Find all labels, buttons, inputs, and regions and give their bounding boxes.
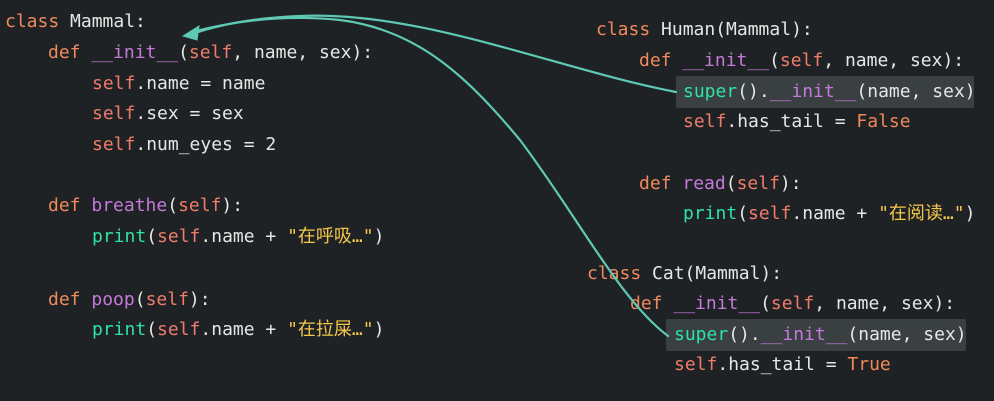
- cat-super-line: super().__init__(name, sex): [674, 324, 967, 345]
- mammal-class-line: class Mammal:: [5, 11, 146, 32]
- mammal-sex-line: self.sex = sex: [92, 103, 244, 124]
- mammal-name-line: self.name = name: [92, 73, 266, 94]
- human-read-def-line: def read(self):: [639, 173, 802, 194]
- human-tail-line: self.has_tail = False: [683, 111, 911, 132]
- mammal-eyes-line: self.num_eyes = 2: [92, 134, 277, 155]
- mammal-init-line: def __init__(self, name, sex):: [48, 42, 374, 63]
- arrowhead-icon: [181, 25, 200, 41]
- human-class-line: class Human(Mammal):: [596, 19, 813, 40]
- human-init-line: def __init__(self, name, sex):: [639, 50, 965, 71]
- human-super-line: super().__init__(name, sex): [683, 81, 976, 102]
- human-super-highlight: [676, 76, 974, 108]
- mammal-breathe-def-line: def breathe(self):: [48, 195, 244, 216]
- cat-super-highlight: [666, 319, 966, 351]
- cat-super-arrow: [190, 16, 670, 338]
- cat-init-line: def __init__(self, name, sex):: [630, 293, 956, 314]
- human-read-print-line: print(self.name + "在阅读…"): [683, 203, 976, 224]
- human-super-arrow: [190, 14, 678, 94]
- mammal-poop-print-line: print(self.name + "在拉屎…"): [92, 319, 385, 340]
- mammal-breathe-print-line: print(self.name + "在呼吸…"): [92, 226, 385, 247]
- cat-tail-line: self.has_tail = True: [674, 354, 891, 375]
- mammal-poop-def-line: def poop(self):: [48, 289, 211, 310]
- cat-class-line: class Cat(Mammal):: [587, 263, 783, 284]
